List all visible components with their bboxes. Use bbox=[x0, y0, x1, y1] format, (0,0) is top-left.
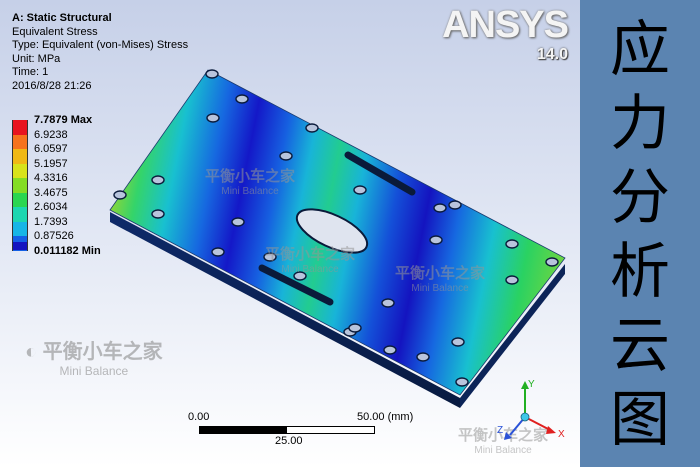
y-axis-arrow bbox=[521, 381, 529, 389]
mounting-hole bbox=[433, 203, 447, 213]
scale-end-label: 50.00 (mm) bbox=[357, 411, 414, 423]
legend-entry: 7.7879 Max bbox=[12, 114, 152, 135]
legend-entry: 4.3316 bbox=[12, 172, 152, 193]
side-title-char: 云 bbox=[610, 311, 670, 381]
scale-bar: 0.00 50.00 (mm) 25.00 bbox=[185, 410, 425, 450]
legend-entry: 6.0597 bbox=[12, 143, 152, 164]
legend-value: 2.6034 bbox=[34, 201, 68, 213]
mounting-hole bbox=[455, 377, 469, 387]
triad-axes[interactable]: Y X Z bbox=[490, 375, 580, 445]
legend-entry: 0.87526 bbox=[12, 230, 152, 251]
scale-ruler bbox=[199, 426, 375, 434]
legend-color-swatch bbox=[12, 192, 28, 207]
info-line-unit: Unit: MPa bbox=[12, 52, 61, 65]
slot-upper bbox=[344, 151, 416, 196]
legend-value: 0.011182 Min bbox=[34, 244, 101, 257]
mounting-hole bbox=[383, 345, 397, 355]
mounting-hole bbox=[381, 298, 395, 308]
graphics-viewport[interactable]: A: Static Structural Equivalent Stress T… bbox=[0, 0, 580, 467]
mounting-hole bbox=[293, 271, 307, 281]
analysis-title: A: Static Structural bbox=[12, 12, 112, 24]
legend-value: 4.3316 bbox=[34, 172, 68, 184]
mounting-hole bbox=[348, 323, 362, 333]
legend-color-swatch bbox=[12, 163, 28, 178]
info-line-date: 2016/8/28 21:26 bbox=[12, 79, 92, 92]
slot-lower bbox=[258, 264, 334, 306]
ansys-logo: ANSYS 14.0 bbox=[432, 4, 572, 66]
mounting-hole bbox=[545, 257, 559, 267]
info-line-time: Time: 1 bbox=[12, 66, 49, 79]
mounting-hole bbox=[231, 217, 245, 227]
stress-contour-plate[interactable] bbox=[0, 0, 580, 467]
legend-value: 6.0597 bbox=[34, 143, 68, 155]
mounting-hole bbox=[279, 151, 293, 161]
z-axis-arrow bbox=[504, 432, 512, 440]
legend-color-swatch bbox=[12, 207, 28, 222]
mounting-hole bbox=[451, 337, 465, 347]
legend-color-swatch bbox=[12, 134, 28, 149]
legend-entry: 3.4675 bbox=[12, 186, 152, 207]
mounting-hole bbox=[429, 235, 443, 245]
legend-value: 0.87526 bbox=[34, 230, 74, 242]
side-title-char: 分 bbox=[610, 163, 670, 233]
side-title-char: 应 bbox=[610, 15, 670, 85]
side-title-char: 析 bbox=[610, 237, 670, 307]
info-line-type: Type: Equivalent (von-Mises) Stress bbox=[12, 39, 189, 52]
mounting-hole bbox=[151, 209, 165, 219]
mounting-hole bbox=[206, 113, 220, 123]
mounting-hole bbox=[353, 185, 367, 195]
legend-entry: 2.6034 bbox=[12, 201, 152, 222]
y-axis-label: Y bbox=[528, 379, 535, 390]
legend-color-swatch bbox=[12, 221, 28, 236]
ansys-version: 14.0 bbox=[536, 46, 568, 63]
result-info-panel: A: Static Structural Equivalent Stress T… bbox=[12, 12, 188, 94]
mounting-hole bbox=[448, 200, 462, 210]
mounting-hole bbox=[151, 175, 165, 185]
legend-value: 3.4675 bbox=[34, 186, 68, 199]
mounting-hole bbox=[211, 247, 225, 257]
ansys-logo-text: ANSYS bbox=[442, 4, 569, 46]
mounting-hole bbox=[235, 94, 249, 104]
legend-color-swatch bbox=[12, 149, 28, 164]
legend-value: 1.7393 bbox=[34, 215, 68, 228]
plate-right-edge bbox=[460, 264, 565, 408]
triad-origin bbox=[520, 412, 530, 422]
side-title-panel: 应 力 分 析 云 图 bbox=[580, 0, 700, 467]
legend-entry: 5.1957 bbox=[12, 157, 152, 178]
mounting-hole bbox=[113, 190, 127, 200]
x-axis-label: X bbox=[558, 429, 565, 440]
legend-value: 6.9238 bbox=[34, 128, 68, 141]
legend-entry: 0.011182 Min bbox=[12, 245, 152, 259]
info-line-result: Equivalent Stress bbox=[12, 25, 98, 38]
watermark-logo-large: ◐ 平衡小车之家 Mini Balance bbox=[25, 341, 163, 378]
mounting-hole bbox=[416, 352, 430, 362]
legend-color-swatch bbox=[12, 242, 28, 250]
center-hole bbox=[295, 208, 369, 254]
mounting-hole bbox=[205, 69, 219, 79]
mounting-hole bbox=[505, 275, 519, 285]
legend-value: 5.1957 bbox=[34, 157, 68, 170]
scale-mid-label: 25.00 bbox=[275, 435, 303, 447]
plate-front-edge bbox=[110, 212, 460, 408]
legend-color-swatch bbox=[12, 178, 28, 193]
mounting-hole bbox=[505, 239, 519, 249]
side-title-char: 力 bbox=[610, 89, 670, 159]
mounting-holes bbox=[113, 69, 559, 387]
legend-color-swatch bbox=[12, 120, 28, 135]
legend-entry: 1.7393 bbox=[12, 215, 152, 236]
mounting-hole bbox=[305, 123, 319, 133]
mounting-hole bbox=[263, 252, 277, 262]
side-title-char: 图 bbox=[610, 385, 670, 455]
legend-entry: 6.9238 bbox=[12, 128, 152, 149]
legend-value: 7.7879 Max bbox=[34, 114, 93, 126]
scale-start-label: 0.00 bbox=[188, 411, 210, 423]
z-axis-label: Z bbox=[497, 425, 503, 436]
x-axis-arrow bbox=[546, 426, 556, 434]
